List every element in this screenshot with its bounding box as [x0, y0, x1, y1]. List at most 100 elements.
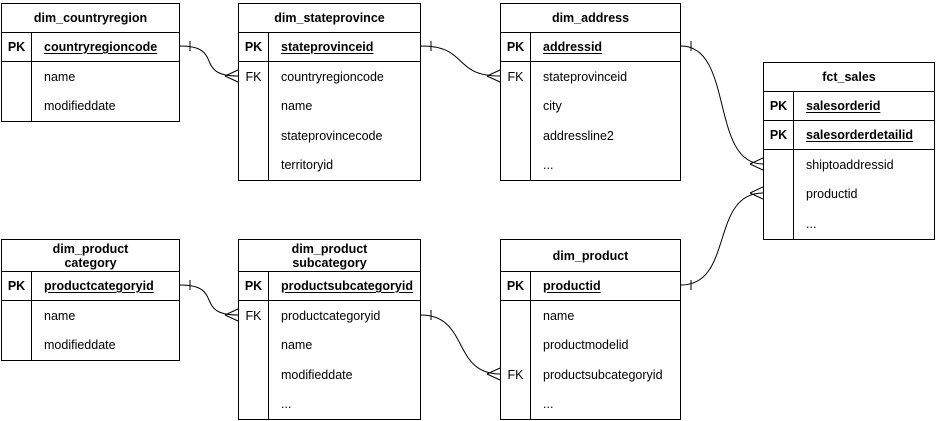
- table-row: FK productsubcategoryid: [501, 360, 680, 390]
- cardinality-many-crowfoot: [224, 308, 239, 322]
- field-name: addressid: [543, 40, 603, 54]
- field-name: productsubcategoryid: [543, 367, 663, 382]
- key-badge: PK: [764, 92, 794, 120]
- key-badge: PK: [501, 33, 531, 61]
- relationship-edge: [179, 284, 239, 316]
- field-name: name: [44, 69, 76, 84]
- table-row: modifieddate: [2, 330, 179, 360]
- entity-dim_product[interactable]: dim_product PK productid name productmod…: [500, 239, 681, 420]
- field-name: modifieddate: [44, 99, 116, 114]
- key-badge: [2, 91, 32, 121]
- key-badge: PK: [764, 121, 794, 149]
- field-name: productid: [806, 187, 858, 202]
- table-row: PK salesorderdetailid: [764, 121, 934, 150]
- key-badge: [501, 330, 531, 360]
- field-name: productcategoryid: [281, 308, 381, 323]
- relationship-productcategory-productsubcategory[interactable]: [179, 280, 239, 322]
- field-name: productsubcategoryid: [281, 279, 413, 293]
- relationship-stateprovince-address[interactable]: [420, 41, 501, 83]
- relationship-address-fctsales[interactable]: [680, 41, 764, 171]
- table-row: ...: [764, 209, 934, 239]
- field-name: ...: [543, 397, 554, 412]
- field-name: countryregioncode: [44, 40, 158, 54]
- table-row: ...: [501, 150, 680, 180]
- table-row: productmodelid: [501, 330, 680, 360]
- relationship-countryregion-stateprovince[interactable]: [179, 41, 239, 83]
- table-row: productid: [764, 179, 934, 209]
- entity-title: dim_stateprovince: [239, 4, 420, 33]
- table-row: FK productcategoryid: [239, 301, 420, 331]
- relationship-edge: [680, 45, 764, 165]
- key-badge: PK: [501, 272, 531, 300]
- entity-dim_address[interactable]: dim_address PK addressid FK stateprovinc…: [500, 3, 681, 181]
- table-row: territoryid: [239, 150, 420, 180]
- field-name: modifieddate: [44, 338, 116, 353]
- table-row: name: [2, 301, 179, 331]
- table-row: ...: [501, 389, 680, 419]
- entity-dim_productsubcategory[interactable]: dim_product subcategory PK productsubcat…: [238, 239, 421, 420]
- key-badge: [239, 330, 269, 360]
- table-row: FK countryregioncode: [239, 62, 420, 92]
- key-badge: PK: [239, 272, 269, 300]
- key-badge: [239, 360, 269, 390]
- entity-dim_stateprovince[interactable]: dim_stateprovince PK stateprovinceid FK …: [238, 3, 421, 181]
- table-row: name: [501, 301, 680, 331]
- key-badge: [501, 150, 531, 180]
- field-name: name: [543, 308, 575, 323]
- key-badge: [239, 91, 269, 121]
- cardinality-many-crowfoot: [749, 186, 764, 200]
- field-name: salesorderid: [806, 99, 881, 113]
- field-name: productid: [543, 279, 601, 293]
- entity-dim_countryregion[interactable]: dim_countryregion PK countryregioncode n…: [1, 3, 180, 122]
- field-name: territoryid: [281, 158, 334, 173]
- entity-dim_productcategory[interactable]: dim_product category PK productcategoryi…: [1, 239, 180, 361]
- relationship-edge: [680, 192, 764, 286]
- field-name: ...: [281, 397, 292, 412]
- field-name: countryregioncode: [281, 69, 384, 84]
- key-badge: [764, 150, 794, 180]
- field-name: shiptoaddressid: [806, 157, 894, 172]
- field-name: productmodelid: [543, 338, 629, 353]
- entity-title: dim_product subcategory: [239, 240, 420, 272]
- key-badge: PK: [239, 33, 269, 61]
- key-badge: [764, 209, 794, 239]
- relationship-edge: [179, 45, 239, 77]
- table-row: ...: [239, 389, 420, 419]
- key-badge: [239, 150, 269, 180]
- field-name: ...: [806, 216, 817, 231]
- cardinality-many-crowfoot: [486, 367, 501, 381]
- entity-title: dim_product: [501, 240, 680, 272]
- key-badge: PK: [2, 33, 32, 61]
- field-name: stateprovinceid: [281, 40, 374, 54]
- entity-fct_sales[interactable]: fct_sales PK salesorderid PK salesorderd…: [763, 62, 935, 240]
- table-row: stateprovincecode: [239, 121, 420, 151]
- relationship-edge: [420, 45, 501, 77]
- table-row: PK countryregioncode: [2, 33, 179, 62]
- key-badge: [2, 62, 32, 92]
- table-row: city: [501, 91, 680, 121]
- entity-title: dim_countryregion: [2, 4, 179, 33]
- relationship-edge: [420, 314, 501, 375]
- table-row: name: [2, 62, 179, 92]
- key-badge: FK: [239, 301, 269, 331]
- field-name: stateprovincecode: [281, 128, 383, 143]
- field-name: stateprovinceid: [543, 69, 628, 84]
- key-badge: [239, 121, 269, 151]
- field-name: city: [543, 99, 562, 114]
- relationship-productsubcategory-product[interactable]: [420, 310, 501, 381]
- table-row: PK productcategoryid: [2, 272, 179, 301]
- key-badge: FK: [501, 360, 531, 390]
- entity-title: dim_product category: [2, 240, 179, 272]
- key-badge: [501, 91, 531, 121]
- table-row: name: [239, 91, 420, 121]
- cardinality-many-crowfoot: [486, 69, 501, 83]
- table-row: FK stateprovinceid: [501, 62, 680, 92]
- table-row: PK productsubcategoryid: [239, 272, 420, 301]
- field-name: salesorderdetailid: [806, 128, 913, 142]
- key-badge: [501, 301, 531, 331]
- key-badge: [2, 330, 32, 360]
- relationship-product-fctsales[interactable]: [680, 186, 764, 290]
- table-row: modifieddate: [239, 360, 420, 390]
- key-badge: [764, 179, 794, 209]
